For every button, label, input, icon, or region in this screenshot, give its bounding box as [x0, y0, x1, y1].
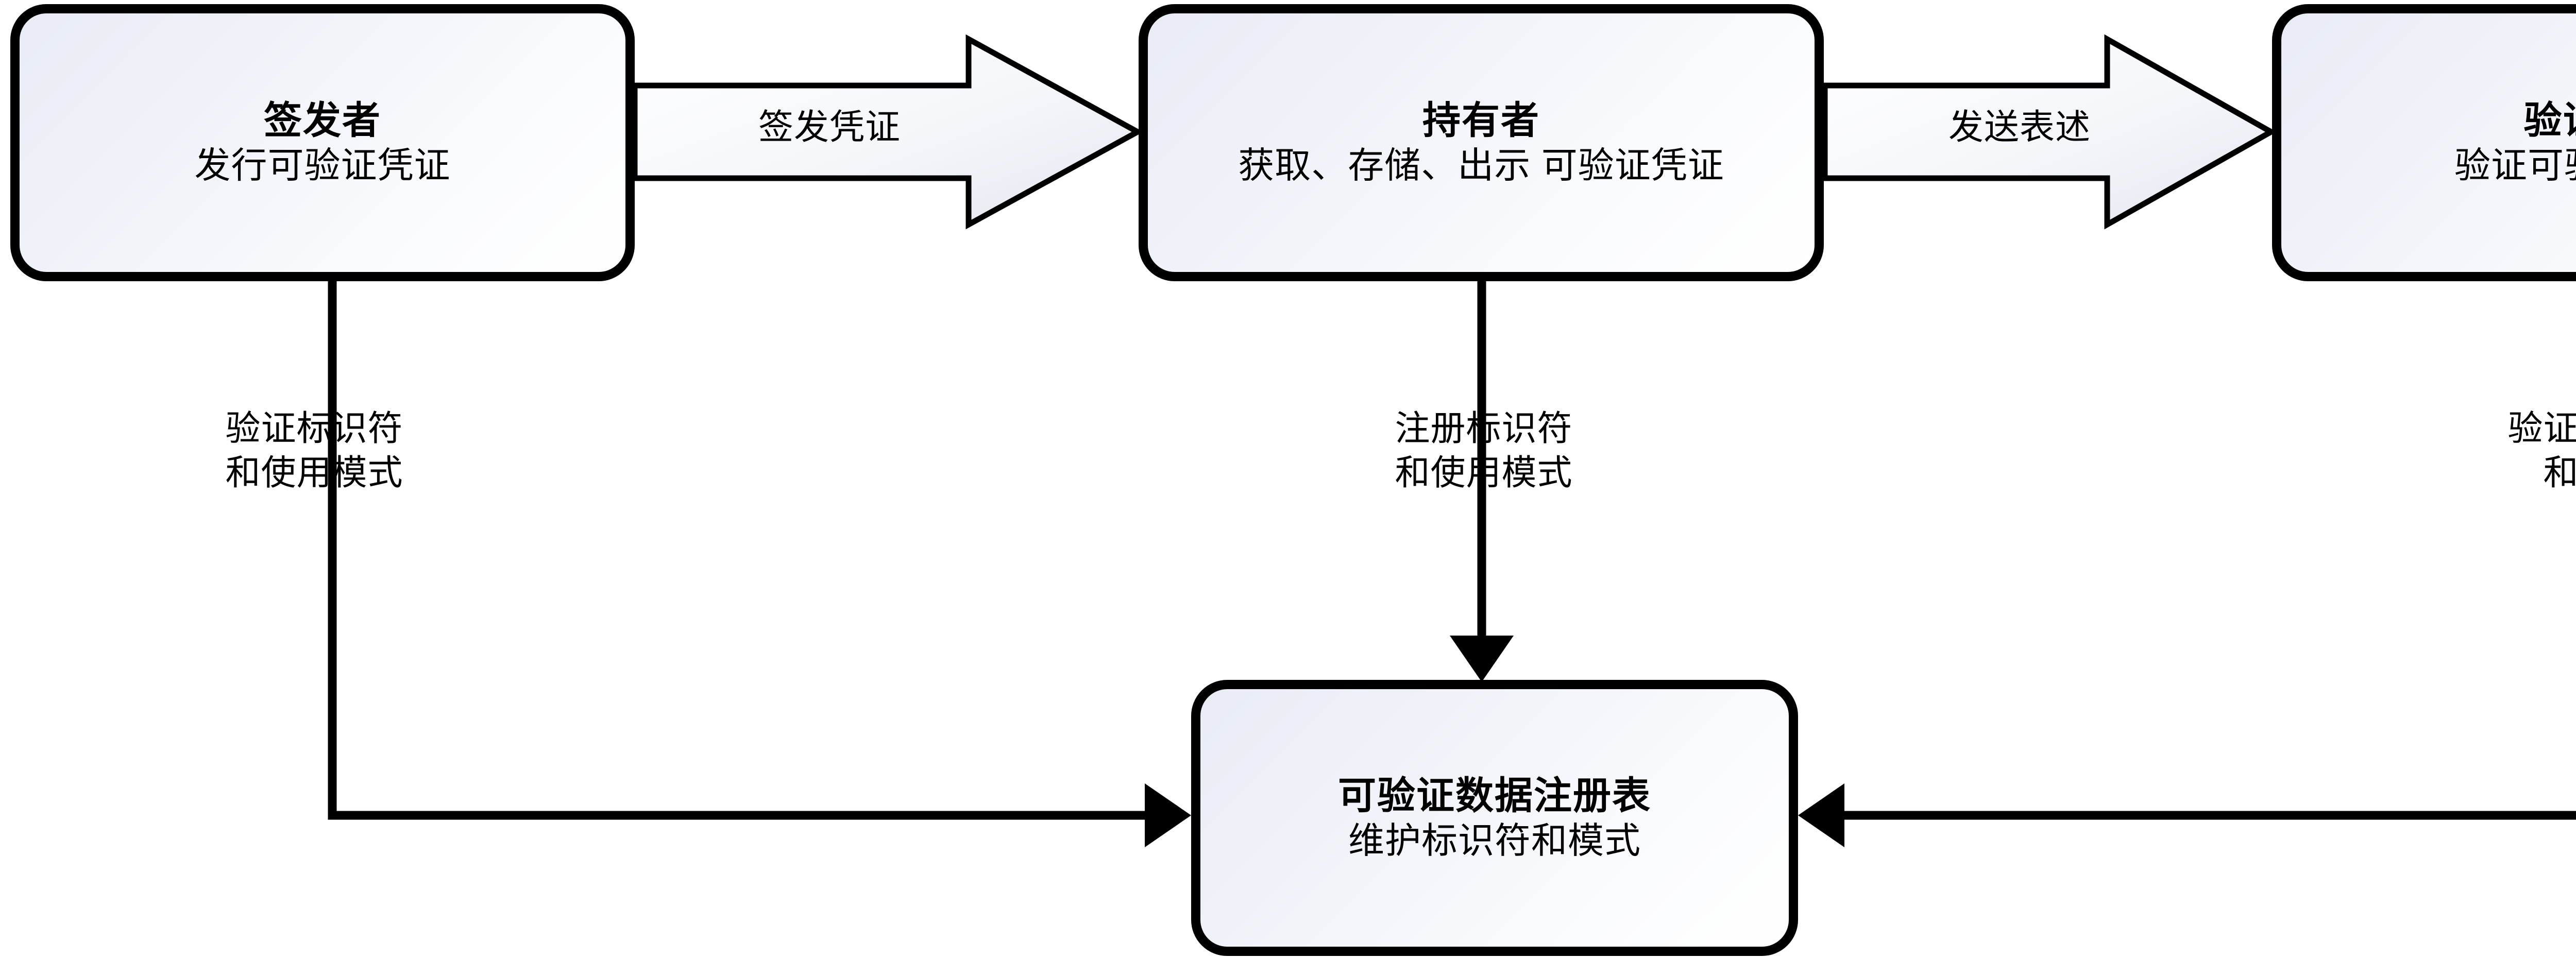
block-arrow-issuer-to-holder [632, 34, 1144, 230]
node-verifier-desc: 验证可验证凭证 [2454, 145, 2576, 186]
connector-issuer-to-registry [328, 281, 1148, 820]
connector-verifier-to-registry [1841, 811, 2576, 820]
edge-label-register-identifiers-and-schemas: 注册标识符 和使用模式 [1395, 409, 1573, 492]
block-arrow-holder-to-verifier [1822, 34, 2277, 230]
node-holder-desc: 获取、存储、出示 可验证凭证 [1238, 145, 1724, 186]
arrowhead-verifier-to-registry [1798, 783, 1844, 847]
node-issuer-desc: 发行可验证凭证 [194, 145, 451, 186]
node-issuer-title: 签发者 [264, 99, 381, 142]
node-verifier[interactable]: 验证者 验证可验证凭证 [2272, 4, 2576, 281]
node-issuer[interactable]: 签发者 发行可验证凭证 [10, 4, 635, 281]
node-verifiable-data-registry[interactable]: 可验证数据注册表 维护标识符和模式 [1191, 680, 1798, 956]
node-registry-title: 可验证数据注册表 [1338, 774, 1651, 817]
edge-label-verify-identifiers-and-modes: 验证标识符 和模式 [2507, 409, 2576, 492]
node-holder[interactable]: 持有者 获取、存储、出示 可验证凭证 [1139, 4, 1824, 281]
edge-label-issue-credential: 签发凭证 [758, 108, 901, 147]
edge-label-verify-identifiers-and-schemas: 验证标识符 和使用模式 [225, 409, 403, 492]
node-verifier-title: 验证者 [2523, 99, 2576, 142]
edge-label-send-presentation: 发送表述 [1948, 108, 2091, 147]
arrowhead-issuer-to-registry [1145, 783, 1191, 847]
arrowhead-holder-to-registry [1450, 636, 1514, 682]
node-holder-title: 持有者 [1422, 99, 1540, 142]
node-registry-desc: 维护标识符和模式 [1348, 820, 1641, 861]
